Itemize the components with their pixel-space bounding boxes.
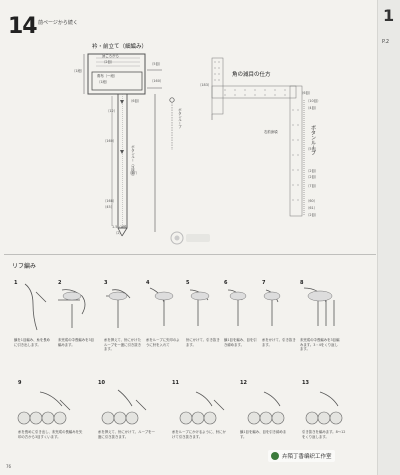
step-number: 1 [14, 280, 18, 286]
step-number: 9 [18, 380, 22, 386]
step-caption: 鎖1目を編み、目を引き締めます。 [240, 430, 287, 439]
step-caption: 鎖1目を編み、目を引き締めます。 [224, 338, 257, 347]
right-page-number: 1 [383, 6, 395, 25]
collar-label-d: （160） [103, 139, 117, 143]
step-number: 12 [240, 380, 247, 386]
collar-label-i: 1.5（4段） [112, 225, 130, 229]
right-page-code: P.2 [382, 39, 390, 45]
step-caption: 糸を長めに引き出し、未完成の長編みを矢印の方から3目すくいます。 [18, 430, 83, 439]
step-caption: 未完成の中長編みを3目編みます。3・4をくり返します。 [300, 338, 340, 352]
collar-box-num: （1段） [97, 80, 110, 84]
step-number: 5 [186, 280, 190, 286]
corner-label-g: （2目） [306, 175, 319, 179]
step-caption: 糸をループにかけるように、針にかけて引き抜きます。 [172, 430, 226, 439]
corner-label-k: （61） [306, 206, 318, 210]
step-caption: 引き抜きを編みます。8〜12をくり返します。 [302, 430, 346, 439]
collar-label-j: （2） [114, 231, 123, 235]
footer-page-number: 76 [6, 464, 12, 469]
collar-label-top: 身ごろから [102, 54, 119, 58]
section-title: リフ編み [12, 263, 37, 270]
step-caption: 未完成の中長編みを3目編みます。 [58, 338, 95, 347]
step-caption: 糸を押えて、針にかけて、ループを一度に引き抜きます。 [98, 430, 155, 439]
corner-label-b: （6目） [300, 91, 313, 95]
collar-button-loop: ボタンループ [177, 108, 182, 129]
collar-label-h: （45） [103, 205, 115, 209]
step-caption: 鎖を1目編み、糸を長めに引き出します。 [14, 338, 51, 347]
corner-label-l: （2目） [306, 213, 319, 217]
collar-title: 衿・前立て（細編み） [92, 44, 148, 50]
wechat-icon [271, 452, 279, 460]
corner-label-j: （60） [306, 199, 318, 203]
collar-button-label: ボタンルー（7段目） [130, 145, 135, 178]
step-number: 10 [98, 380, 105, 386]
collar-label-g: （168） [103, 199, 117, 203]
page-number-large: 14 [8, 14, 38, 39]
watermark-text: 卉陌丁香编织工作室 [282, 454, 332, 460]
collar-label-f: （57） [128, 171, 140, 175]
step-number: 13 [302, 380, 309, 386]
corner-label-f: （2目） [306, 169, 319, 173]
step-caption: 糸をかけて、引き抜きます。 [262, 338, 296, 347]
collar-label-side-left: （1段） [72, 69, 85, 73]
section-divider [4, 254, 376, 255]
step-number: 4 [146, 280, 150, 286]
corner-side-label: 右前身頃 [264, 130, 278, 134]
corner-button-loop: ボタンループ [310, 125, 316, 155]
corner-label-e: （5目） [306, 147, 319, 151]
corner-title: 角の減目の仕方 [232, 72, 271, 78]
step-caption: 糸を押えて、針にかけたループを一度に引き抜きます。 [104, 338, 142, 352]
collar-box-label: 角布（一段） [97, 74, 118, 78]
step-number: 3 [104, 280, 108, 286]
step-number: 11 [172, 380, 179, 386]
corner-label-a: （183） [198, 83, 212, 87]
collar-label-b: （6目） [129, 99, 142, 103]
corner-label-h: （7目） [306, 184, 319, 188]
step-number: 7 [262, 280, 266, 286]
watermark-badge: 卉陌丁香编织工作室 [268, 450, 335, 462]
continued-label: 前ページから続く [38, 20, 78, 26]
collar-label-c: （12） [106, 109, 118, 113]
corner-label-c: （10目） [306, 99, 321, 103]
step-number: 6 [224, 280, 228, 286]
step-caption: 糸をループに矢印のように針を入れて [146, 338, 180, 347]
step-number: 8 [300, 280, 304, 286]
corner-label-d: （4目） [306, 106, 319, 110]
right-page-edge: 1 P.2 [377, 0, 400, 475]
step-caption: 針にかけて、引き抜きます。 [186, 338, 220, 347]
step-number: 2 [58, 280, 62, 286]
collar-label-mid: （5目） [150, 62, 163, 66]
collar-label-count: （2目） [102, 60, 115, 64]
collar-label-a: （160） [150, 79, 164, 83]
